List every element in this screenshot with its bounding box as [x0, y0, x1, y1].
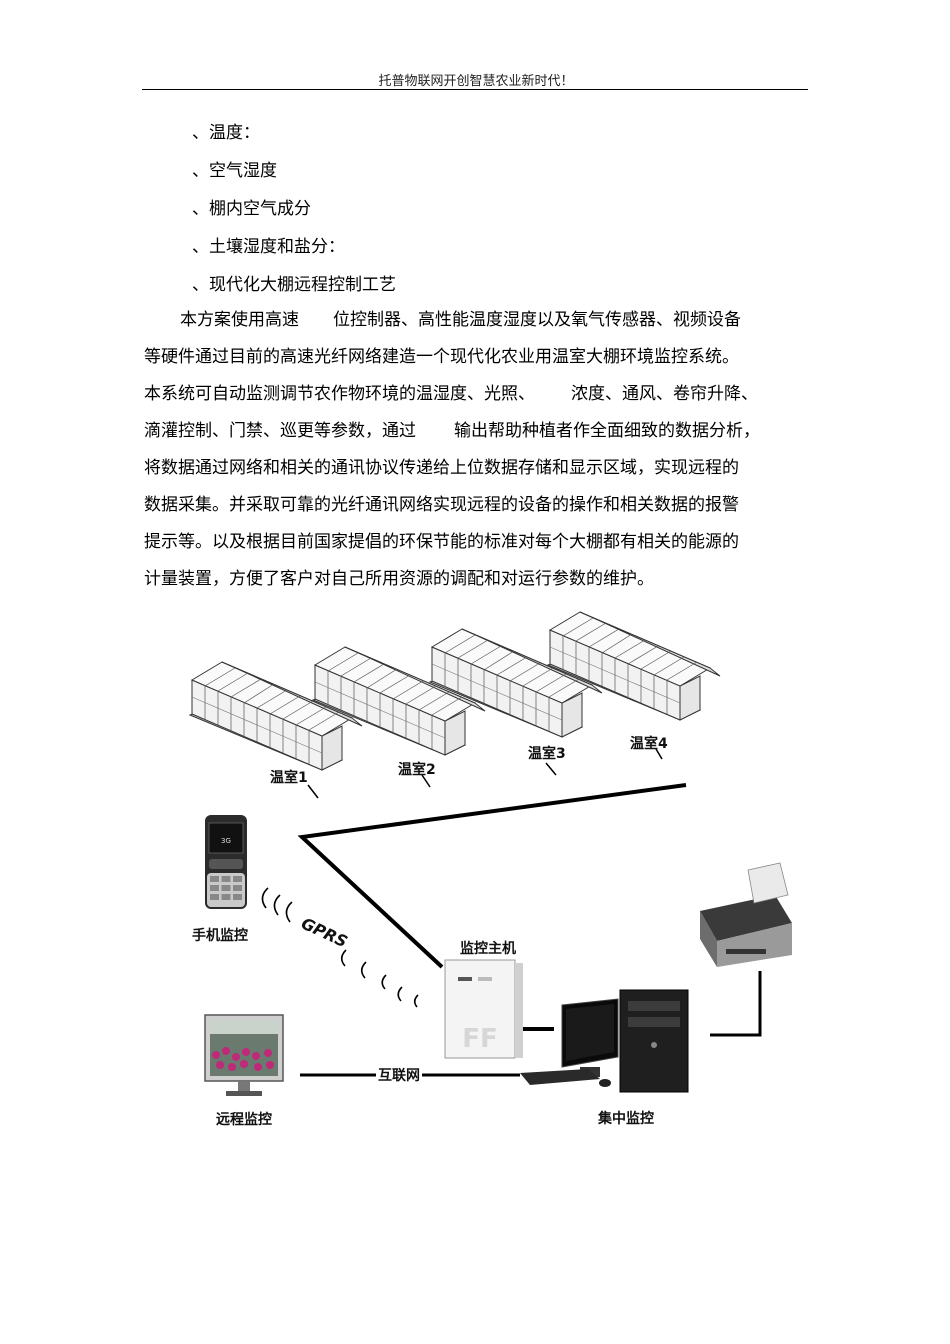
- para-line: 本方案使用高速 位控制器、高性能温度湿度以及氧气传感器、视频设备: [144, 302, 808, 339]
- central-label: 集中监控: [598, 1111, 654, 1127]
- greenhouse-4-label: 温室4: [630, 736, 668, 752]
- para-text: 本方案使用高速: [180, 310, 299, 330]
- body-paragraph: 本方案使用高速 位控制器、高性能温度湿度以及氧气传感器、视频设备 等硬件通过目前的…: [144, 302, 808, 598]
- para-line: 等硬件通过目前的高速光纤网络建造一个现代化农业用温室大棚环境监控系统。: [144, 347, 739, 367]
- list-item: 、空气湿度: [192, 161, 277, 181]
- para-text: 输出帮助种植者作全面细致的数据分析，: [454, 421, 760, 441]
- tick-3: [545, 762, 557, 776]
- tick-2: [421, 774, 431, 788]
- host-label: 监控主机: [460, 941, 516, 957]
- list-item: 、现代化大棚远程控制工艺: [192, 275, 396, 295]
- list-item: 、棚内空气成分: [192, 199, 311, 219]
- printer-link-line: [710, 971, 762, 1037]
- para-text: 位控制器、高性能温度湿度以及氧气传感器、视频设备: [333, 310, 741, 330]
- greenhouse-1-label: 温室1: [270, 770, 308, 786]
- central-computer-image: [520, 989, 689, 1093]
- para-text: 浓度、通风、卷帘升降、: [571, 384, 758, 404]
- svg-text:FF: FF: [462, 1024, 498, 1054]
- parameter-list: 、温度： 、空气湿度 、棚内空气成分 、土壤湿度和盐分： 、现代化大棚远程控制工…: [192, 118, 396, 308]
- para-line: 滴灌控制、门禁、巡更等参数，通过 输出帮助种植者作全面细致的数据分析，: [144, 413, 808, 450]
- greenhouse-3-label: 温室3: [528, 746, 566, 762]
- para-text: 本系统可自动监测调节农作物环境的温湿度、光照、: [144, 384, 535, 404]
- para-line: 数据采集。并采取可靠的光纤通讯网络实现远程的设备的操作和相关数据的报警: [144, 495, 739, 515]
- mobile-phone-image: 3G: [205, 815, 247, 909]
- para-line: 提示等。以及根据目前国家提倡的环保节能的标准对每个大棚都有相关的能源的: [144, 532, 739, 552]
- svg-text:3G: 3G: [221, 837, 231, 845]
- greenhouse-2-label: 温室2: [398, 762, 436, 778]
- para-line: 将数据通过网络和相关的通讯协议传递给上位数据存储和显示区域，实现远程的: [144, 458, 739, 478]
- diagram-graphics: 3G FF: [189, 611, 792, 1096]
- list-item: 、土壤湿度和盐分：: [192, 237, 345, 257]
- system-diagram: 3G FF: [180, 605, 810, 1145]
- printer-image: [700, 862, 792, 967]
- fiber-network-line: [297, 783, 687, 969]
- internet-label: 互联网: [376, 1065, 422, 1085]
- gprs-wave-icons: [261, 887, 419, 1008]
- remote-monitor-image: [204, 1014, 284, 1096]
- header-rule: [142, 89, 808, 90]
- para-line: 本系统可自动监测调节农作物环境的温湿度、光照、 浓度、通风、卷帘升降、: [144, 376, 808, 413]
- page-header: 托普物联网开创智慧农业新时代！: [378, 74, 574, 89]
- tick-4: [655, 748, 663, 760]
- list-item: 、温度：: [192, 123, 260, 143]
- remote-label: 远程监控: [216, 1112, 272, 1128]
- monitoring-host-image: FF: [444, 959, 523, 1059]
- para-text: 滴灌控制、门禁、巡更等参数，通过: [144, 421, 416, 441]
- para-line: 计量装置，方便了客户对自己所用资源的调配和对运行参数的维护。: [144, 569, 654, 589]
- mobile-label: 手机监控: [192, 928, 248, 944]
- tick-1: [307, 784, 319, 799]
